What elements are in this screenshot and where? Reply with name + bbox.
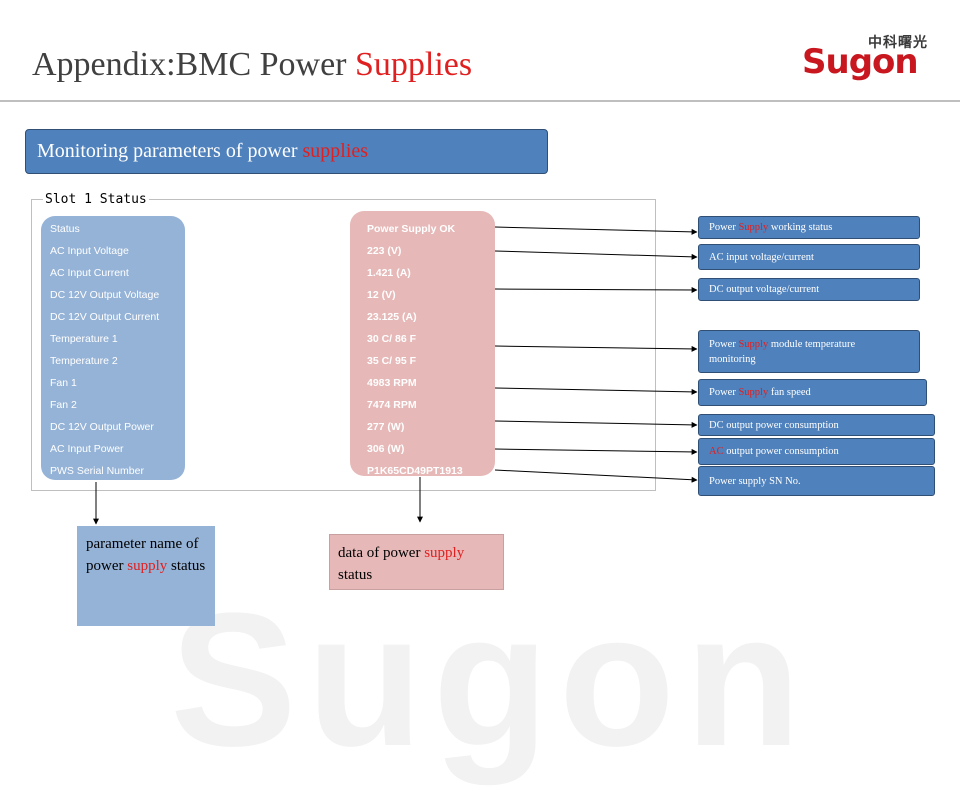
value-ac-input-voltage: 223 (V) — [367, 245, 402, 257]
param-label-ac-input-voltage: AC Input Voltage — [50, 245, 129, 257]
value-ac-input-current: 1.421 (A) — [367, 267, 411, 279]
desc-highlight: Supply — [738, 387, 769, 398]
desc-ac-input: AC input voltage/current — [698, 244, 920, 270]
desc-text: working status — [768, 222, 833, 233]
slot-status-legend: Slot 1 Status — [43, 192, 149, 207]
param-label-temperature-2: Temperature 2 — [50, 355, 118, 367]
value-dc-output-current: 23.125 (A) — [367, 311, 417, 323]
value-fan-1: 4983 RPM — [367, 377, 417, 389]
sugon-logo: 中科曙光 Sugon — [802, 32, 928, 84]
desc-highlight: Supply — [738, 222, 769, 233]
desc-temperature: Power Supply module temperature monitori… — [698, 330, 920, 373]
param-label-dc-output-power: DC 12V Output Power — [50, 421, 154, 433]
section-header-highlight: supplies — [302, 140, 369, 162]
desc-highlight: Supply — [738, 338, 769, 350]
logo-chinese-text: 中科曙光 — [868, 35, 928, 51]
param-label-pws-serial-number: PWS Serial Number — [50, 465, 144, 477]
status-data-note: data of power supply status — [329, 534, 504, 590]
param-label-status: Status — [50, 223, 80, 235]
desc-text: Power — [709, 338, 739, 350]
note-text: data of power — [338, 545, 425, 561]
value-temperature-2: 35 C/ 95 F — [367, 355, 417, 367]
title-highlight: Supplies — [355, 46, 473, 83]
desc-text: Power — [709, 387, 739, 398]
note-highlight: supply — [424, 545, 465, 561]
section-header: Monitoring parameters of power supplies — [25, 129, 548, 174]
page-title: Appendix:BMC Power Supplies — [32, 46, 472, 84]
desc-ac-power: AC output power consumption — [698, 438, 935, 465]
param-label-temperature-1: Temperature 1 — [50, 333, 118, 345]
note-text: status — [338, 567, 373, 583]
desc-highlight: AC — [709, 446, 724, 457]
value-temperature-1: 30 C/ 86 F — [367, 333, 417, 345]
desc-working-status: Power Supply working status — [698, 216, 920, 239]
param-label-dc-output-voltage: DC 12V Output Voltage — [50, 289, 160, 301]
desc-text: Power — [709, 222, 739, 233]
value-pws-serial-number: P1K65CD49PT1913 — [367, 465, 463, 477]
value-dc-output-voltage: 12 (V) — [367, 289, 396, 301]
param-label-fan-2: Fan 2 — [50, 399, 77, 411]
desc-fan-speed: Power Supply fan speed — [698, 379, 927, 406]
value-status: Power Supply OK — [367, 223, 456, 235]
desc-text: output power consumption — [723, 446, 839, 457]
section-header-text: Monitoring parameters of power — [37, 140, 303, 162]
desc-text: DC output power consumption — [709, 419, 839, 431]
desc-serial-number: Power supply SN No. — [698, 466, 935, 496]
logo-english-text: Sugon — [802, 42, 919, 82]
title-divider — [0, 100, 960, 102]
desc-dc-power: DC output power consumption — [698, 414, 935, 436]
title-prefix: Appendix:BMC Power — [32, 46, 355, 83]
note-text: parameter name of power — [86, 536, 199, 574]
desc-dc-output: DC output voltage/current — [698, 278, 920, 301]
value-ac-input-power: 306 (W) — [367, 443, 405, 455]
value-dc-output-power: 277 (W) — [367, 421, 405, 433]
watermark-logo: Sugon — [170, 574, 811, 786]
param-label-ac-input-current: AC Input Current — [50, 267, 129, 279]
parameter-name-panel — [41, 216, 185, 480]
desc-text: Power supply SN No. — [709, 475, 801, 487]
desc-text: module temperature monitoring — [709, 338, 856, 365]
note-text: status — [167, 558, 206, 574]
desc-text: AC input voltage/current — [709, 251, 814, 263]
value-fan-2: 7474 RPM — [367, 399, 417, 411]
param-label-ac-input-power: AC Input Power — [50, 443, 124, 455]
param-label-dc-output-current: DC 12V Output Current — [50, 311, 160, 323]
param-label-fan-1: Fan 1 — [50, 377, 77, 389]
parameter-value-panel — [350, 211, 495, 476]
desc-text: DC output voltage/current — [709, 284, 820, 295]
desc-text: fan speed — [768, 387, 811, 398]
note-highlight: supply — [127, 558, 168, 574]
parameter-name-note: parameter name of power supply status — [77, 526, 215, 626]
slot-status-frame — [31, 199, 656, 491]
